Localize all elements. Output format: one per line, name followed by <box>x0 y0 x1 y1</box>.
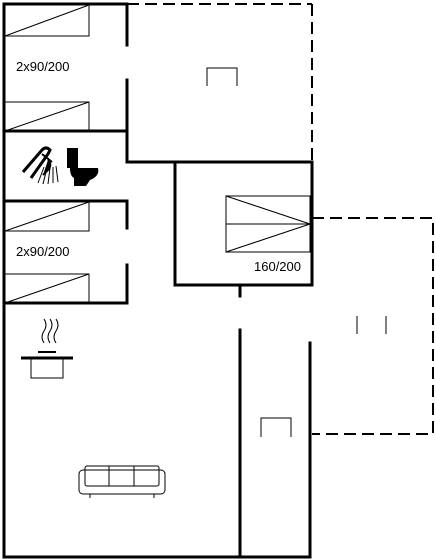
shower-icon <box>21 146 59 185</box>
dashed-outlines <box>127 3 434 435</box>
bed-3-double <box>225 195 311 253</box>
bed-1-bottom <box>4 101 90 132</box>
terrace-chair-icon <box>260 417 292 437</box>
terrace-marks <box>356 316 387 334</box>
sofa-icon <box>78 465 166 498</box>
bed-2-bottom <box>4 273 90 304</box>
toilet-icon <box>67 148 99 186</box>
cooking-pot-icon <box>21 318 73 379</box>
bed-1-top <box>4 4 90 37</box>
bed-label-room-3: 160/200 <box>254 259 301 274</box>
bed-2-top <box>4 201 90 232</box>
bed-label-room-2: 2x90/200 <box>16 244 70 259</box>
chair-icon <box>206 67 238 86</box>
bed-label-room-1: 2x90/200 <box>16 59 70 74</box>
walls <box>2 2 314 559</box>
